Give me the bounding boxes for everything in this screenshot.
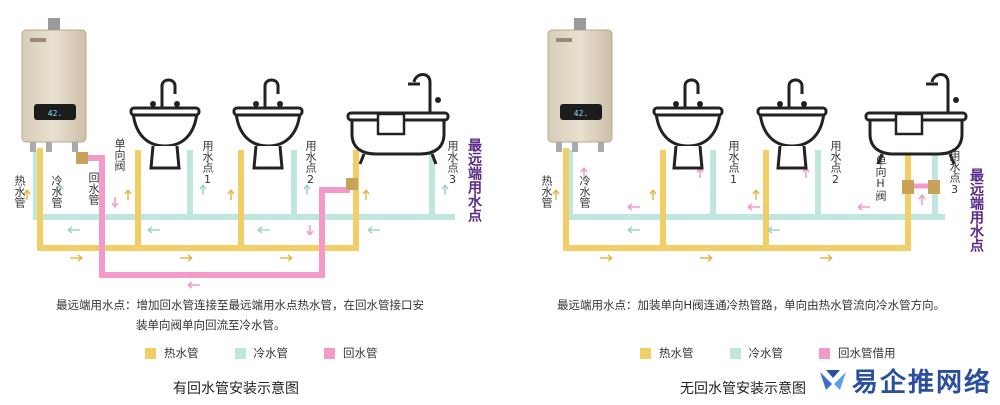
left-label-check-valve: 单向阀 [113,138,126,171]
legend-label-borrowed: 回水管借用 [838,346,896,360]
right-diagram [547,17,968,262]
legend-swatch-cold [234,347,246,359]
left-label-return-pipe: 回水管 [87,172,100,205]
legend-swatch-cold [729,347,741,359]
legend-label-hot: 热水管 [164,346,199,360]
left-description-line-1: 最远端用水点：增加回水管连接至最远端用水点热水管，在回水管接口安 [56,298,424,312]
right-return-arrows [580,167,926,211]
left-label-far-point: 最远端用水点 [466,138,482,222]
left-check-valve [76,152,88,164]
left-legend: 热水管 冷水管 回水管 [145,345,378,361]
right-label-hot-pipe: 热水管 [540,175,553,208]
legend-swatch-return [324,347,335,359]
right-h-valve-2 [928,180,940,194]
right-label-point-3: 用水点3 [948,150,961,196]
left-return-arrows [111,197,314,289]
legend-label-return: 回水管 [343,346,378,360]
left-label-hot-pipe: 热水管 [13,175,26,208]
legend-label-cold: 冷水管 [253,346,289,360]
right-cold-arrows [627,226,780,234]
left-diagram [21,17,455,289]
left-caption: 有回水管安装示意图 [173,381,299,397]
left-bathtub [346,73,450,166]
left-hot-pipes [37,148,359,251]
right-hot-arrows [552,189,833,262]
right-h-valve [902,180,914,194]
left-label-point-1: 用水点1 [201,140,214,186]
left-label-point-3: 用水点3 [446,140,459,186]
left-cold-arrows [56,184,449,234]
left-hot-arrows [23,189,370,262]
left-cold-pipes [33,150,455,220]
left-label-cold-pipe: 冷水管 [50,175,63,208]
left-label-point-2: 用水点2 [304,140,317,186]
watermark-logo-icon [819,369,846,390]
right-caption: 无回水管安装示意图 [680,381,806,397]
right-label-point-2: 用水点2 [829,140,842,186]
left-return-pipe [85,155,350,278]
legend-swatch-hot [145,347,156,359]
left-water-heater [21,17,87,153]
left-description-line-2: 装单向阀单向回流至冷水管。 [136,318,286,332]
watermark: 易企推网络 [818,362,992,399]
legend-label-hot: 热水管 [659,346,694,360]
right-label-cold-pipe: 冷水管 [578,175,591,208]
legend-swatch-borrowed [819,347,830,359]
right-legend: 热水管 冷水管 回水管借用 [640,345,896,361]
right-label-h-valve: 单向H阀 [874,155,887,201]
legend-swatch-hot [640,347,651,359]
right-description: 最远端用水点：加装单向H阀连通冷热管路，单向由热水管流向冷水管方向。 [557,298,946,312]
watermark-text: 易企推网络 [851,368,992,398]
right-label-far-point: 最远端用水点 [968,168,984,252]
right-water-heater [547,17,613,153]
legend-label-cold: 冷水管 [748,346,784,360]
left-far-valve [346,178,358,190]
right-label-point-1: 用水点1 [727,140,740,186]
right-hot-pipes [563,148,911,251]
